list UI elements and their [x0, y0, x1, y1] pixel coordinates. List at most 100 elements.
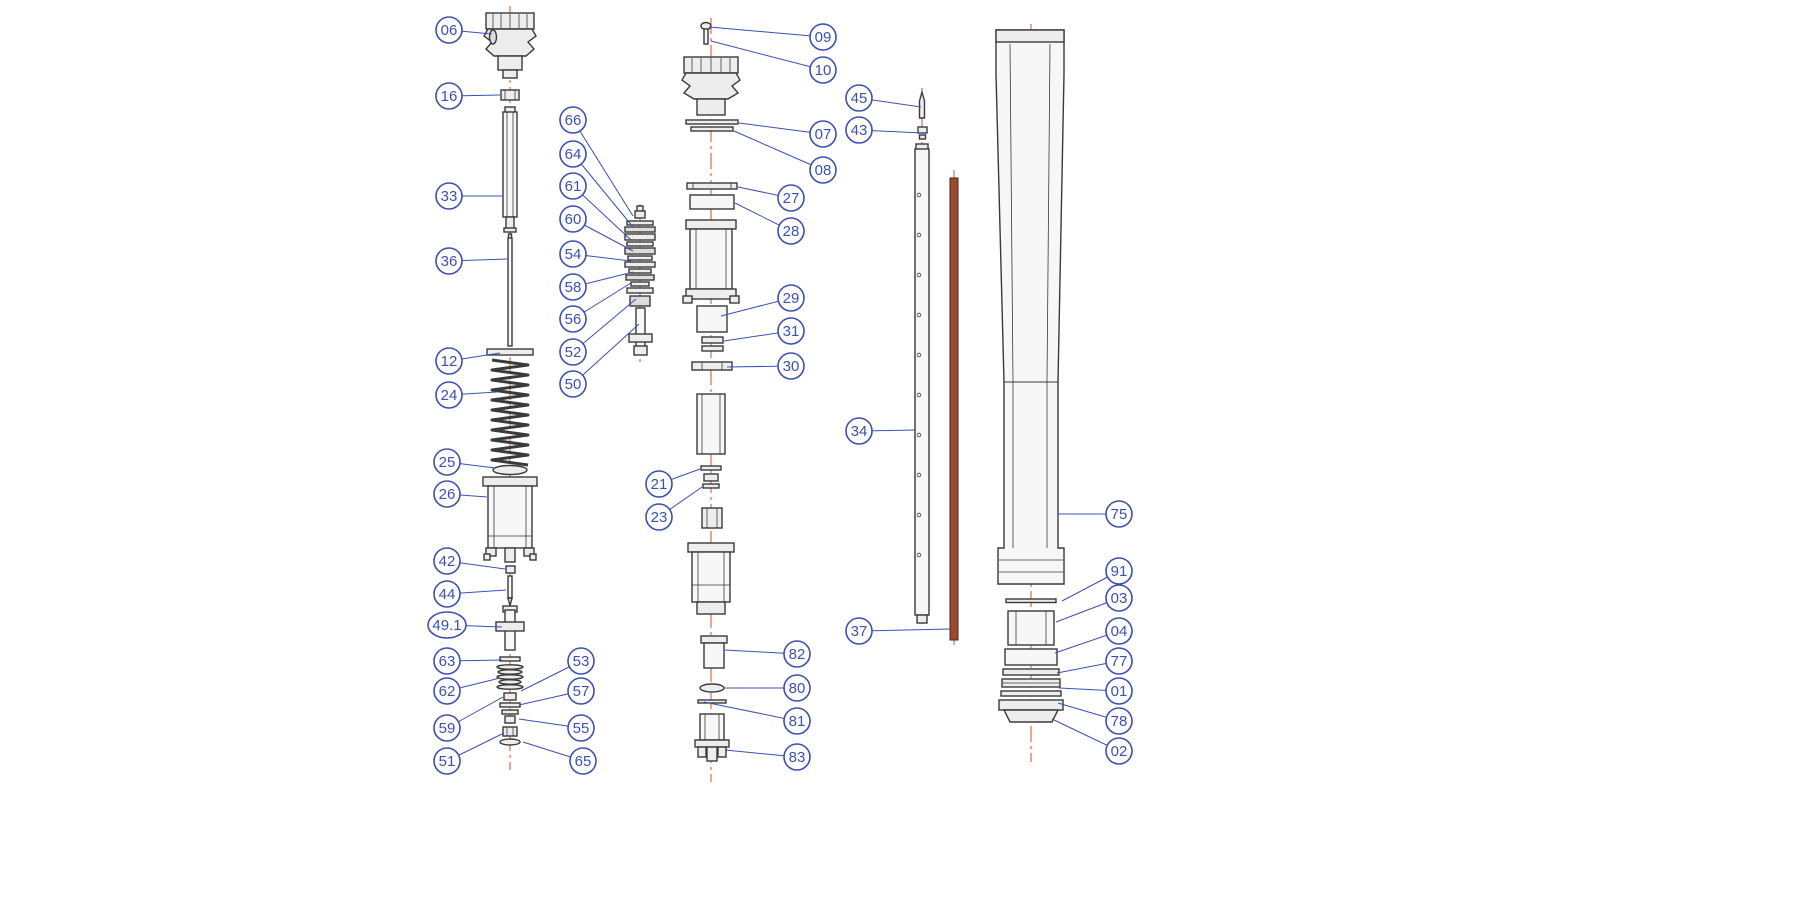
callout-bubble-56[interactable]	[559, 305, 587, 333]
callout-63[interactable]: 63	[433, 647, 503, 675]
callout-23[interactable]: 23	[645, 486, 703, 531]
callout-34[interactable]: 34	[845, 417, 916, 445]
callout-bubble-34[interactable]	[845, 417, 873, 445]
callout-bubble-50[interactable]	[559, 370, 587, 398]
callout-75[interactable]: 75	[1058, 500, 1133, 528]
callout-02[interactable]: 02	[1051, 718, 1133, 765]
callout-bubble-53[interactable]	[567, 647, 595, 675]
callout-bubble-66[interactable]	[559, 106, 587, 134]
callout-bubble-02[interactable]	[1105, 737, 1133, 765]
callout-bubble-78[interactable]	[1105, 707, 1133, 735]
callout-24[interactable]: 24	[435, 381, 498, 409]
callout-bubble-30[interactable]	[777, 352, 805, 380]
callout-bubble-03[interactable]	[1105, 584, 1133, 612]
callout-bubble-09[interactable]	[809, 23, 837, 51]
callout-45[interactable]: 45	[845, 84, 922, 112]
callout-bubble-44[interactable]	[433, 580, 461, 608]
callout-bubble-63[interactable]	[433, 647, 461, 675]
callout-55[interactable]: 55	[518, 714, 595, 742]
callout-bubble-60[interactable]	[559, 205, 587, 233]
callout-bubble-91[interactable]	[1105, 557, 1133, 585]
callout-21[interactable]: 21	[645, 468, 701, 498]
callout-16[interactable]: 16	[435, 82, 501, 110]
callout-bubble-08[interactable]	[809, 156, 837, 184]
callout-29[interactable]: 29	[720, 284, 805, 317]
callout-bubble-51[interactable]	[433, 747, 461, 775]
callout-bubble-49.1[interactable]	[427, 611, 467, 639]
callout-53[interactable]: 53	[520, 647, 595, 692]
callout-bubble-82[interactable]	[783, 640, 811, 668]
callout-bubble-77[interactable]	[1105, 647, 1133, 675]
callout-bubble-57[interactable]	[567, 677, 595, 705]
callout-01[interactable]: 01	[1058, 677, 1133, 705]
callout-bubble-75[interactable]	[1105, 500, 1133, 528]
callout-bubble-29[interactable]	[777, 284, 805, 312]
callout-58[interactable]: 58	[559, 271, 634, 301]
callout-bubble-23[interactable]	[645, 503, 673, 531]
callout-80[interactable]: 80	[724, 674, 811, 702]
callout-57[interactable]: 57	[518, 677, 595, 706]
callout-30[interactable]: 30	[726, 352, 805, 380]
callout-bubble-80[interactable]	[783, 674, 811, 702]
callout-10[interactable]: 10	[710, 40, 837, 84]
callout-bubble-37[interactable]	[845, 617, 873, 645]
callout-bubble-04[interactable]	[1105, 617, 1133, 645]
callout-62[interactable]: 62	[433, 677, 501, 705]
callout-bubble-36[interactable]	[435, 247, 463, 275]
callout-bubble-65[interactable]	[569, 747, 597, 775]
callout-91[interactable]: 91	[1061, 557, 1133, 602]
callout-bubble-58[interactable]	[559, 273, 587, 301]
callout-51[interactable]: 51	[433, 732, 505, 775]
callout-08[interactable]: 08	[733, 130, 837, 184]
callout-12[interactable]: 12	[435, 347, 501, 375]
callout-07[interactable]: 07	[738, 120, 837, 148]
callout-bubble-16[interactable]	[435, 82, 463, 110]
callout-56[interactable]: 56	[559, 282, 632, 333]
callout-36[interactable]: 36	[435, 247, 508, 275]
callout-37[interactable]: 37	[845, 617, 951, 645]
callout-bubble-52[interactable]	[559, 338, 587, 366]
callout-78[interactable]: 78	[1057, 702, 1133, 735]
callout-bubble-26[interactable]	[433, 480, 461, 508]
callout-27[interactable]: 27	[737, 184, 805, 212]
callout-81[interactable]: 81	[703, 701, 811, 735]
callout-bubble-83[interactable]	[783, 743, 811, 771]
callout-44[interactable]: 44	[433, 580, 507, 608]
callout-bubble-81[interactable]	[783, 707, 811, 735]
callout-bubble-06[interactable]	[435, 16, 463, 44]
callout-25[interactable]: 25	[433, 448, 496, 476]
callout-bubble-27[interactable]	[777, 184, 805, 212]
callout-bubble-45[interactable]	[845, 84, 873, 112]
callout-bubble-43[interactable]	[845, 116, 873, 144]
callout-28[interactable]: 28	[734, 202, 805, 245]
callout-bubble-01[interactable]	[1105, 677, 1133, 705]
callout-65[interactable]: 65	[522, 741, 597, 775]
callout-60[interactable]: 60	[559, 205, 634, 252]
callout-bubble-61[interactable]	[559, 172, 587, 200]
callout-64[interactable]: 64	[559, 140, 634, 228]
callout-bubble-24[interactable]	[435, 381, 463, 409]
callout-49.1[interactable]: 49.1	[427, 611, 503, 639]
callout-bubble-55[interactable]	[567, 714, 595, 742]
callout-03[interactable]: 03	[1055, 584, 1133, 623]
callout-bubble-54[interactable]	[559, 240, 587, 268]
callout-bubble-28[interactable]	[777, 217, 805, 245]
callout-04[interactable]: 04	[1054, 617, 1133, 654]
callout-66[interactable]: 66	[559, 106, 634, 217]
callout-bubble-07[interactable]	[809, 120, 837, 148]
callout-82[interactable]: 82	[724, 640, 811, 668]
callout-43[interactable]: 43	[845, 116, 923, 144]
callout-09[interactable]: 09	[708, 23, 837, 51]
callout-bubble-12[interactable]	[435, 347, 463, 375]
callout-42[interactable]: 42	[433, 547, 506, 575]
callout-bubble-33[interactable]	[435, 182, 463, 210]
callout-54[interactable]: 54	[559, 240, 632, 268]
callout-bubble-25[interactable]	[433, 448, 461, 476]
callout-61[interactable]: 61	[559, 172, 632, 241]
callout-bubble-42[interactable]	[433, 547, 461, 575]
callout-50[interactable]: 50	[559, 323, 640, 398]
callout-83[interactable]: 83	[724, 743, 811, 771]
callout-bubble-62[interactable]	[433, 677, 461, 705]
callout-06[interactable]: 06	[435, 16, 493, 44]
callout-26[interactable]: 26	[433, 480, 488, 508]
